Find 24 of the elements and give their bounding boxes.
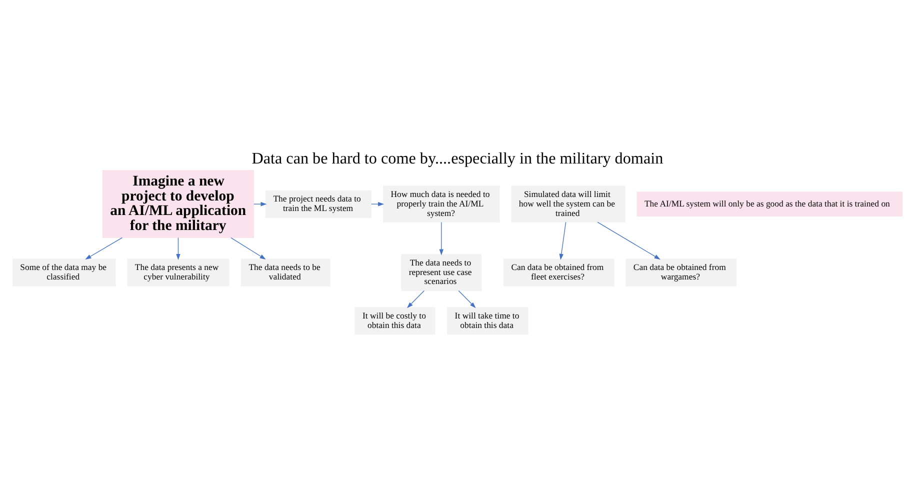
- arrow: [406, 290, 424, 308]
- arrow: [559, 222, 566, 260]
- node-box: Some of the data may be classified: [12, 258, 116, 286]
- node-box: Can data be obtained from wargames?: [626, 258, 736, 286]
- node-box: It will be costly to obtain this data: [354, 307, 436, 335]
- node-box: Imagine a new project to develop an AI/ML application for the military: [102, 170, 254, 238]
- arrow: [230, 237, 266, 260]
- node-box: The AI/ML system will only be as good as the data that it is trained on: [636, 192, 903, 216]
- arrow: [370, 202, 384, 206]
- node-box: Can data be obtained from fleet exercises?: [503, 258, 614, 286]
- node-box: The project needs data to train the ML system: [266, 190, 372, 218]
- node-box: How much data is needed to properly train the AI/ML system?: [382, 186, 500, 223]
- arrow: [458, 290, 476, 308]
- arrow: [597, 222, 660, 260]
- diagram-title: Data can be hard to come by....especially in the military domain: [252, 150, 664, 168]
- node-box: The data needs to be validated: [241, 258, 330, 286]
- arrow: [85, 237, 122, 260]
- arrow: [176, 237, 180, 260]
- arrow: [254, 202, 267, 206]
- node-box: Simulated data will limit how well the system can be trained: [511, 186, 626, 223]
- arrow: [439, 222, 444, 256]
- node-box: It will take time to obtain this data: [447, 307, 528, 335]
- node-box: The data presents a new cyber vulnerability: [127, 258, 230, 286]
- node-box: The data needs to represent use case scenarios: [401, 254, 482, 292]
